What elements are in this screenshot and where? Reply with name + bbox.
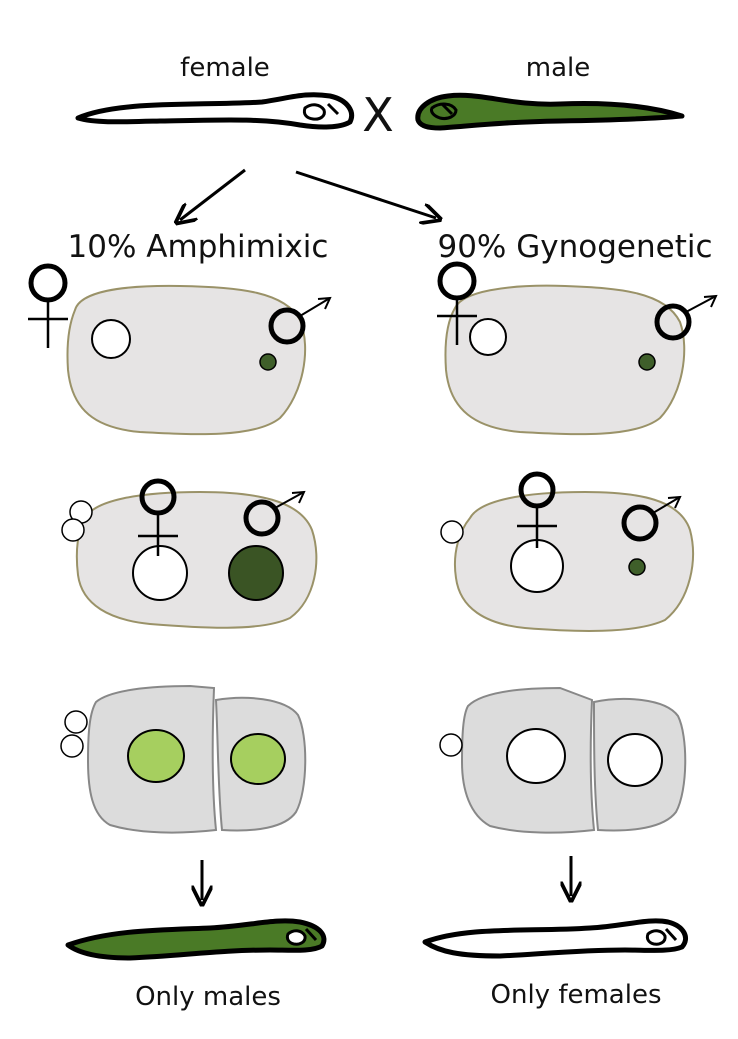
gynogenetic-stage1-cell <box>444 284 686 436</box>
only-females-label: Only females <box>491 980 662 1010</box>
female-nucleus <box>607 733 663 787</box>
female-label: female <box>180 53 270 83</box>
venus-icon <box>138 478 178 556</box>
venus-icon <box>517 471 557 548</box>
amphimixic-two-cell-embryo <box>60 684 307 834</box>
female-offspring-worm-icon <box>422 918 688 959</box>
sperm-nucleus <box>628 558 646 576</box>
mars-icon <box>268 296 332 345</box>
arrow-to-gynogenetic-icon <box>295 170 436 218</box>
mars-icon <box>654 294 718 341</box>
fused-nucleus <box>230 733 286 785</box>
polar-body <box>60 734 84 758</box>
amphimixic-title: 10% Amphimixic <box>68 229 329 265</box>
male-label: male <box>526 53 590 83</box>
polar-body <box>64 710 88 734</box>
amphimixic-stage1-cell <box>66 284 307 436</box>
female-worm-icon <box>75 92 355 130</box>
female-pronucleus <box>469 318 507 356</box>
male-worm-icon <box>415 92 685 131</box>
female-nucleus <box>506 728 566 784</box>
gynogenetic-stage2-cell <box>440 490 694 632</box>
female-pronucleus <box>91 319 131 359</box>
amphimixic-stage2-cell <box>61 490 318 629</box>
male-pronucleus <box>228 545 284 601</box>
sperm-nucleus <box>259 353 277 371</box>
cross-symbol: X <box>362 88 394 142</box>
polar-body <box>440 520 464 544</box>
polar-body <box>439 733 463 757</box>
male-offspring-worm-icon <box>65 918 327 961</box>
mars-icon <box>621 495 682 542</box>
polar-body <box>61 518 85 542</box>
mars-icon <box>243 490 306 537</box>
fused-nucleus <box>127 729 185 783</box>
sperm-nucleus <box>638 353 656 371</box>
gynogenetic-two-cell-embryo <box>439 686 687 834</box>
venus-icon <box>28 263 68 348</box>
venus-icon <box>437 261 477 345</box>
gynogenetic-title: 90% Gynogenetic <box>437 229 712 265</box>
only-males-label: Only males <box>135 982 281 1012</box>
arrow-to-amphimixic-icon <box>180 168 246 220</box>
female-pronucleus <box>132 545 188 601</box>
